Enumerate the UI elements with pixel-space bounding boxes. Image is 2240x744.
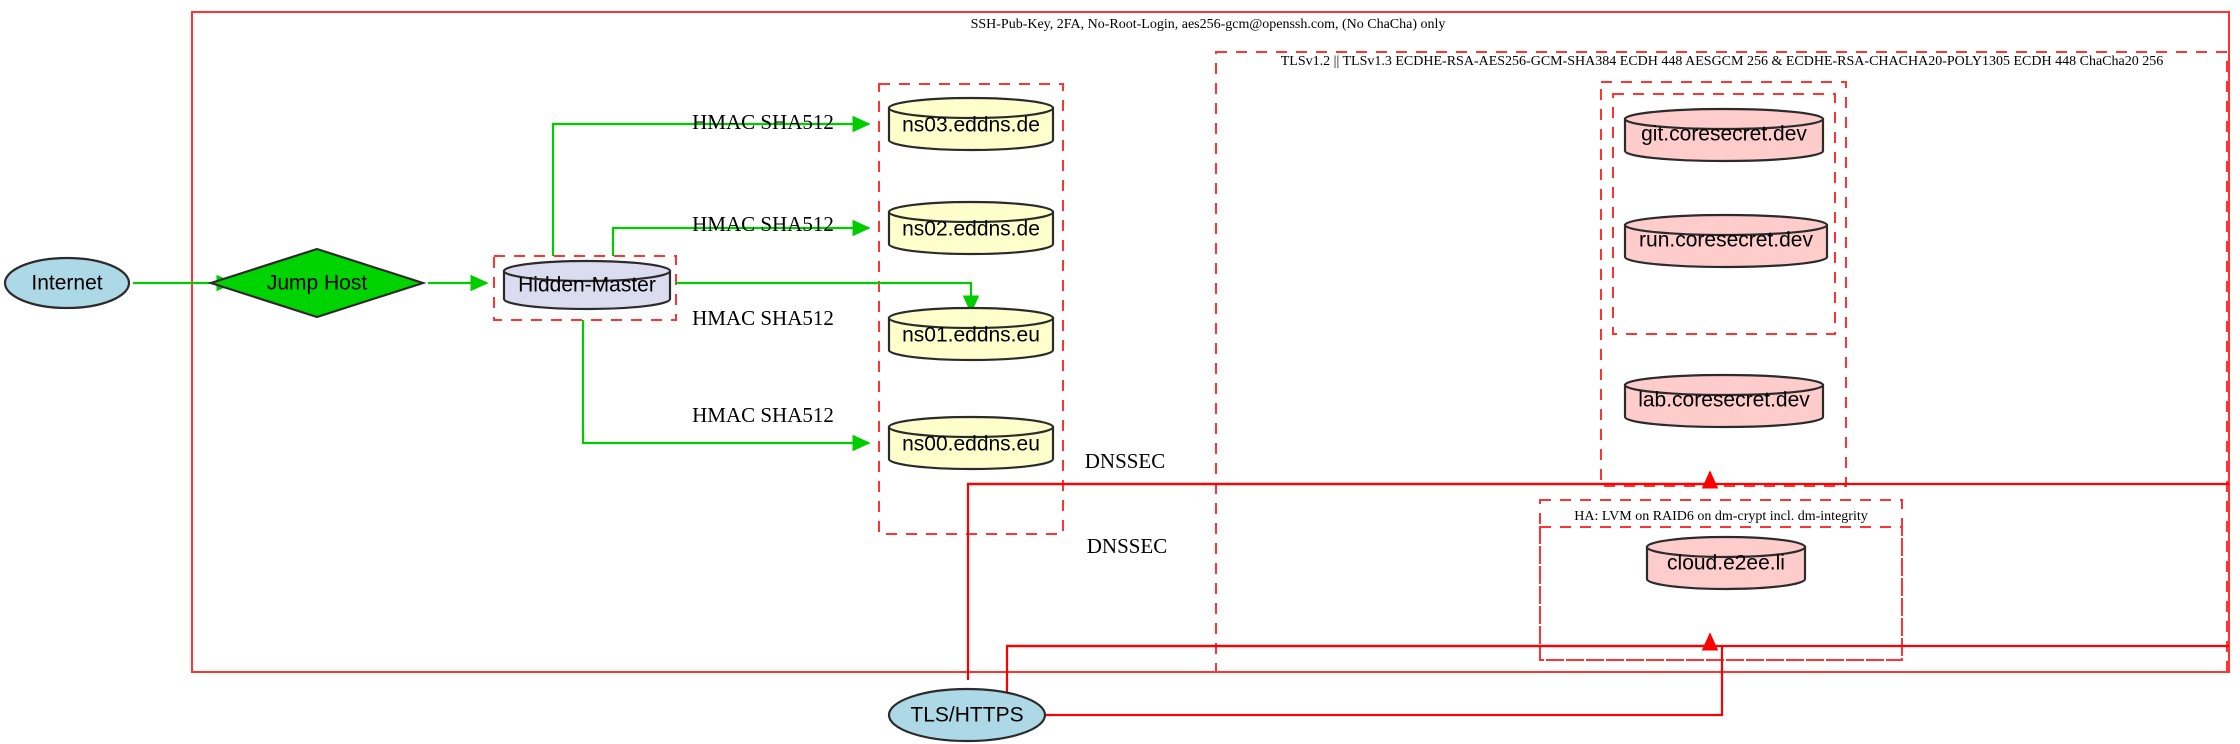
cluster-hidden-master-zone bbox=[493, 255, 677, 321]
node-ns02-label: ns02.eddns.de bbox=[902, 218, 1040, 241]
node-internet[interactable]: Internet bbox=[3, 256, 131, 310]
ns01-top bbox=[887, 306, 1055, 330]
node-ns03[interactable]: ns03.eddns.de bbox=[887, 96, 1055, 152]
node-git-coresecret-label: git.coresecret.dev bbox=[1641, 123, 1807, 146]
edge-dnssec-lower bbox=[1005, 632, 1719, 700]
node-tls-https[interactable]: TLS/HTTPS bbox=[887, 687, 1047, 743]
cluster-cloud-zone bbox=[1539, 526, 1903, 661]
cluster-coresecret-zone-box bbox=[1600, 81, 1847, 487]
cluster-cloud-zone-box bbox=[1539, 526, 1903, 661]
cluster-dns-zone-box bbox=[878, 83, 1064, 535]
edge-tlshttps-right bbox=[1045, 646, 1724, 717]
hidden-master-top bbox=[502, 259, 672, 283]
ns01-body[interactable] bbox=[887, 316, 1055, 362]
cluster-tls-suite-label: TLSv1.2 || TLSv1.3 ECDHE-RSA-AES256-GCM-… bbox=[1281, 54, 2163, 69]
edge-hiddenmaster-to-ns01 bbox=[676, 281, 980, 314]
node-ns02[interactable]: ns02.eddns.de bbox=[887, 200, 1055, 256]
cluster-tls-suite: TLSv1.2 || TLSv1.3 ECDHE-RSA-AES256-GCM-… bbox=[1215, 51, 2228, 673]
cluster-ha-storage-label: HA: LVM on RAID6 on dm-crypt incl. dm-in… bbox=[1574, 509, 1867, 524]
node-hidden-master-label: Hidden-Master bbox=[518, 274, 656, 297]
ns02-top bbox=[887, 200, 1055, 224]
node-run-coresecret-label: run.coresecret.dev bbox=[1639, 229, 1813, 252]
edge-label-hmac-ns03: HMAC SHA512 bbox=[692, 110, 834, 134]
node-ns00-label: ns00.eddns.eu bbox=[902, 433, 1040, 456]
run-coresecret-body[interactable] bbox=[1623, 223, 1829, 269]
edge-hiddenmaster-to-ns03 bbox=[551, 115, 871, 256]
node-lab-coresecret[interactable]: lab.coresecret.dev bbox=[1623, 373, 1825, 429]
ns00-body[interactable] bbox=[887, 425, 1055, 471]
ns02-body[interactable] bbox=[887, 210, 1055, 256]
cloud-e2ee-top bbox=[1645, 535, 1807, 559]
node-ns01[interactable]: ns01.eddns.eu bbox=[887, 306, 1055, 362]
cluster-tls-suite-box bbox=[1215, 51, 2228, 673]
edge-dnssec-upper bbox=[966, 470, 1719, 537]
edge-hiddenmaster-to-ns02 bbox=[611, 219, 871, 256]
ns00-top bbox=[887, 415, 1055, 439]
edge-label-dnssec-upper: DNSSEC bbox=[1085, 449, 1166, 473]
cluster-outer-ssh-box bbox=[191, 11, 2230, 673]
cluster-coresecret-zone bbox=[1600, 81, 1847, 487]
lab-coresecret-body[interactable] bbox=[1623, 383, 1825, 429]
internet-ellipse[interactable] bbox=[3, 256, 131, 310]
jump-host-diamond[interactable] bbox=[207, 247, 427, 319]
node-ns00[interactable]: ns00.eddns.eu bbox=[887, 415, 1055, 471]
cluster-coresecret-inner-box bbox=[1612, 93, 1836, 335]
node-cloud-e2ee-label: cloud.e2ee.li bbox=[1667, 552, 1785, 575]
cluster-dns-zone bbox=[878, 83, 1064, 535]
cluster-outer-ssh-label: SSH-Pub-Key, 2FA, No-Root-Login, aes256-… bbox=[971, 17, 1446, 32]
git-coresecret-top bbox=[1623, 107, 1825, 131]
cloud-e2ee-body[interactable] bbox=[1645, 545, 1807, 591]
ns03-body[interactable] bbox=[887, 106, 1055, 152]
node-tls-https-label: TLS/HTTPS bbox=[910, 704, 1023, 727]
edge-label-hmac-ns00: HMAC SHA512 bbox=[692, 403, 834, 427]
node-lab-coresecret-label: lab.coresecret.dev bbox=[1638, 389, 1810, 412]
cluster-coresecret-inner-zone bbox=[1612, 93, 1836, 335]
lab-coresecret-top bbox=[1623, 373, 1825, 397]
edge-label-hmac-ns01: HMAC SHA512 bbox=[692, 306, 834, 330]
edge-label-hmac-ns02: HMAC SHA512 bbox=[692, 212, 834, 236]
node-run-coresecret[interactable]: run.coresecret.dev bbox=[1623, 213, 1829, 269]
git-coresecret-body[interactable] bbox=[1623, 117, 1825, 163]
ns03-top bbox=[887, 96, 1055, 120]
edge-label-dnssec-lower: DNSSEC bbox=[1087, 534, 1168, 558]
run-coresecret-top bbox=[1623, 213, 1829, 237]
node-cloud-e2ee[interactable]: cloud.e2ee.li bbox=[1645, 535, 1807, 591]
edge-hiddenmaster-to-ns00 bbox=[581, 320, 871, 452]
node-ns01-label: ns01.eddns.eu bbox=[902, 324, 1040, 347]
node-internet-label: Internet bbox=[31, 272, 102, 295]
cluster-hidden-master-box bbox=[493, 255, 677, 321]
node-hidden-master[interactable]: Hidden-Master bbox=[502, 259, 672, 311]
cluster-outer-ssh: SSH-Pub-Key, 2FA, No-Root-Login, aes256-… bbox=[191, 11, 2230, 673]
node-jump-host-label: Jump Host bbox=[267, 272, 368, 295]
tls-https-ellipse[interactable] bbox=[887, 687, 1047, 743]
node-git-coresecret[interactable]: git.coresecret.dev bbox=[1623, 107, 1825, 163]
node-jump-host[interactable]: Jump Host bbox=[207, 247, 427, 319]
node-ns03-label: ns03.eddns.de bbox=[902, 114, 1040, 137]
